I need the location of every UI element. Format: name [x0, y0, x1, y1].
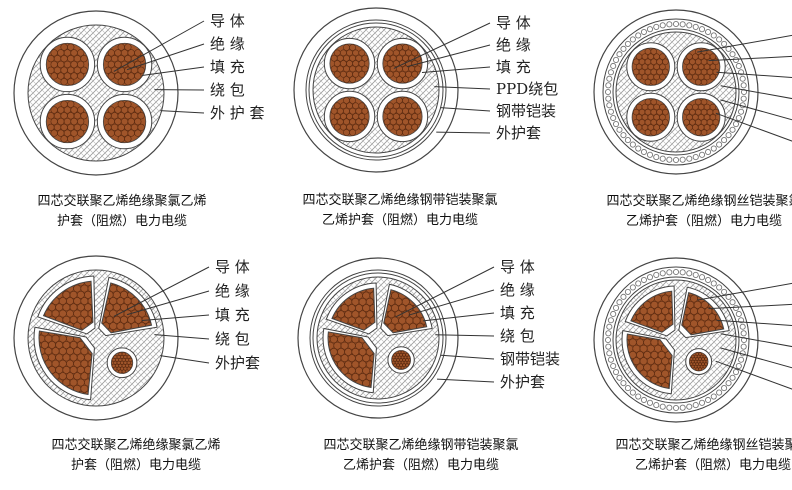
leader-line: [113, 266, 210, 317]
leader-line: [697, 34, 792, 53]
leader-line: [160, 110, 205, 114]
layer-label: 绕 包: [500, 327, 535, 345]
panel-caption: 乙烯护套（阻燃）电力电缆: [322, 212, 478, 228]
steel-tape-armor: [309, 269, 447, 407]
leader-line: [720, 333, 792, 348]
leader-line: [393, 22, 491, 69]
leader-line: [437, 378, 495, 383]
leader-line: [440, 107, 491, 112]
leader-line: [436, 131, 491, 134]
layer-label: 绝 缘: [210, 35, 245, 53]
layer-label: 填 充: [215, 306, 250, 324]
layer-label: 外护套: [496, 124, 541, 142]
leader-line: [434, 86, 491, 90]
panel-caption: 乙烯护套（阻燃）电力电缆: [635, 457, 791, 473]
leader-line: [440, 354, 495, 360]
leader-line: [435, 334, 495, 337]
leader-line: [697, 282, 792, 301]
panel-caption: 乙烯护套（阻燃）电力电缆: [343, 457, 499, 473]
panel-caption: 乙烯护套（阻燃）电力电缆: [626, 213, 782, 229]
leader-line: [423, 312, 495, 322]
layer-label: 外护套: [500, 373, 545, 391]
layer-label: 填 充: [500, 304, 535, 322]
leader-line: [113, 20, 205, 72]
panel-caption: 四芯交联聚乙烯绝缘钢带铠装聚氯: [323, 437, 518, 453]
layer-label: 外 护 套: [210, 104, 265, 122]
layer-label: 绝 缘: [500, 281, 535, 299]
panel-caption: 四芯交联聚乙烯绝缘钢丝铠装聚氯: [606, 193, 792, 209]
layer-label: 钢带铠装: [500, 350, 560, 368]
leader-line: [715, 360, 792, 390]
layer-label: 导 体: [500, 258, 535, 276]
leader-line: [715, 112, 792, 142]
leader-line: [408, 289, 495, 316]
leader-line: [126, 290, 210, 316]
layer-label: 导 体: [215, 258, 250, 276]
steel-wire-armor: [602, 266, 750, 414]
leader-line: [154, 334, 210, 340]
layer-label: 填 充: [496, 58, 531, 76]
cable-panel: 导 体绝 缘填 充绕 包钢带铠装外护套四芯交联聚乙烯绝缘钢带铠装聚氯乙烯护套（阻…: [297, 257, 560, 473]
layer-label: 绝 缘: [215, 282, 250, 300]
layer-label: 绕 包: [210, 81, 245, 99]
leader-line: [406, 44, 491, 68]
panel-caption: 四芯交联聚乙烯绝缘聚氯乙烯: [37, 193, 206, 209]
leader-line: [421, 66, 491, 73]
steel-tape-armor: [305, 19, 447, 161]
layer-label: PPD绕包: [496, 80, 558, 98]
leader-line: [395, 266, 495, 318]
leader-line: [720, 99, 792, 121]
panel-caption: 护套（阻燃）电力电缆: [71, 457, 201, 473]
leader-line: [708, 303, 792, 310]
layer-label: 导 体: [210, 12, 245, 30]
leader-line: [708, 55, 792, 62]
leader-line: [141, 314, 210, 321]
layer-label: 绕 包: [215, 330, 250, 348]
leader-line: [126, 43, 205, 71]
layer-label: 钢带铠装: [496, 102, 556, 120]
leader-line: [720, 347, 792, 369]
panel-caption: 四芯交联聚乙烯绝缘钢带铠装聚氯: [302, 192, 497, 208]
leader-line: [720, 85, 792, 100]
panel-caption: 护套（阻燃）电力电缆: [57, 213, 187, 229]
leader-line: [716, 319, 792, 326]
layer-label: 绝 缘: [496, 36, 531, 54]
layer-label: 外护套: [215, 354, 260, 372]
layer-label: 填 充: [210, 58, 245, 76]
cable-panel: 导 体绝 缘填 充 PPD绕包钢带铠装外护套四芯交联聚乙烯绝缘钢带铠装聚氯乙烯护套…: [293, 7, 558, 228]
panel-caption: 四芯交联聚乙烯绝缘钢丝铠装聚氯: [615, 437, 792, 453]
leader-line: [141, 66, 205, 76]
leader-line: [716, 71, 792, 78]
steel-wire-armor: [602, 18, 750, 166]
leader-line: [160, 355, 210, 364]
panel-caption: 四芯交联聚乙烯绝缘聚氯乙烯: [51, 437, 220, 453]
layer-label: 导 体: [496, 14, 531, 32]
